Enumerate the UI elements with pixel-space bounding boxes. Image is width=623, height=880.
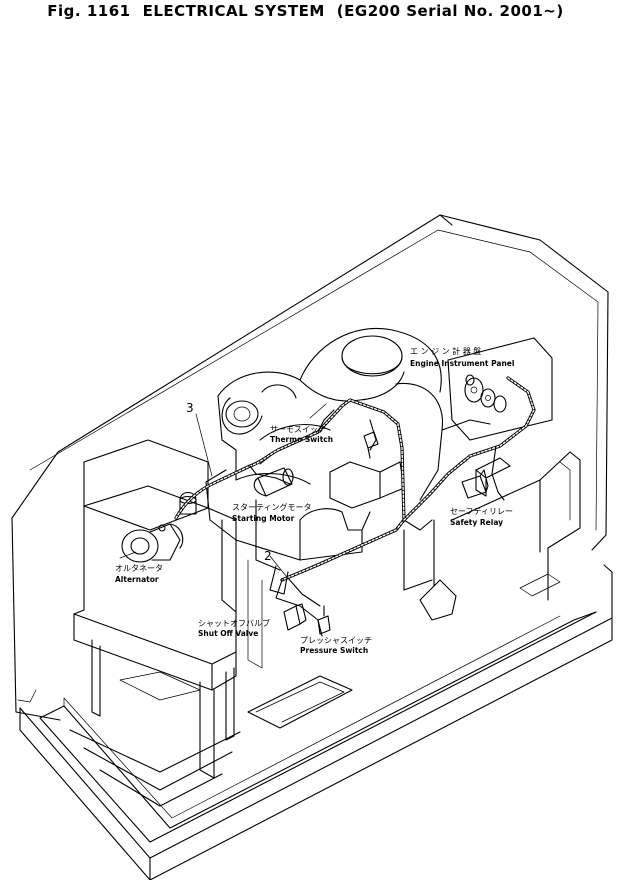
callout-2: 2 (264, 549, 272, 563)
safety-relay-label-jp: セーフティリレー (450, 507, 513, 516)
shut-off-valve (269, 565, 307, 631)
engine-panel-label-en: Engine Instrument Panel (410, 359, 514, 368)
generator-housing (451, 451, 581, 601)
safety-relay (461, 469, 489, 499)
pressure-switch (317, 605, 331, 635)
pressure-switch-label-en: Pressure Switch (300, 646, 368, 655)
starting-motor (253, 467, 294, 497)
alternator-label-en: Alternator (115, 575, 159, 584)
thermo-switch-label-en: Thermo Switch (270, 435, 333, 444)
enclosure-outline (11, 214, 609, 721)
safety-relay-label-en: Safety Relay (450, 518, 503, 527)
alternator-label-jp: オルタネータ (115, 564, 163, 573)
thermo-switch (363, 431, 379, 459)
wiring-harness (174, 376, 536, 637)
callout-3: 3 (186, 401, 194, 415)
radiator (73, 439, 237, 779)
figure-title: Fig. 1161 ELECTRICAL SYSTEM (EG200 Serial … (0, 2, 623, 20)
figure-model: (EG200 Serial No. 2001~) (336, 2, 564, 20)
pressure-switch-label-jp: プレッシャスイッチ (300, 636, 372, 645)
engine-block (205, 328, 491, 669)
figure-name: ELECTRICAL SYSTEM (142, 2, 325, 20)
base-frame (19, 564, 613, 880)
shut-off-valve-label-en: Shut Off Valve (198, 629, 258, 638)
thermo-switch-label-jp: サーモスイッチ (270, 425, 326, 434)
shut-off-valve-label-jp: シャットオフバルブ (198, 618, 270, 628)
starting-motor-label-en: Starting Motor (232, 514, 295, 523)
instrument-panel (447, 337, 553, 441)
alternator (121, 523, 184, 563)
starting-motor-label-jp: スターティングモータ (232, 502, 312, 512)
engine-panel-label-jp: エ ン ジ ン 計 器 盤 (410, 346, 481, 356)
figure-number: Fig. 1161 (47, 2, 131, 20)
leader-lines (119, 403, 327, 577)
